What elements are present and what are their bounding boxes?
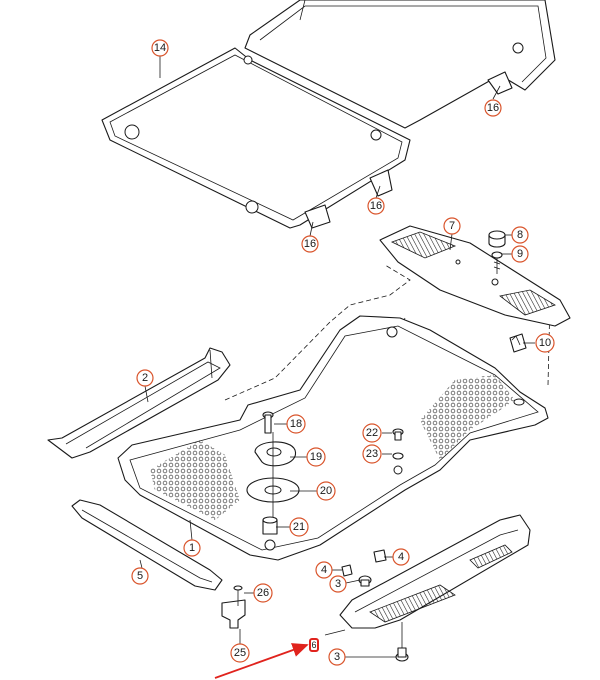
- bracket-25: [221, 590, 246, 629]
- callout-22: 22: [362, 423, 382, 443]
- callout-16-middle-label: 16: [370, 200, 382, 212]
- callout-10: 10: [535, 333, 555, 353]
- callout-9: 9: [511, 245, 529, 263]
- callout-3-upper-label: 3: [335, 578, 341, 590]
- screw-26: [233, 585, 243, 591]
- callout-22-label: 22: [366, 427, 378, 439]
- trim-strip-5: [71, 499, 223, 591]
- cover-20: [246, 432, 300, 522]
- callout-19: 19: [306, 447, 326, 467]
- callout-8-label: 8: [517, 229, 523, 241]
- callout-16-lower: 16: [301, 235, 319, 253]
- screw-3-upper: [358, 575, 372, 587]
- callout-20: 20: [316, 481, 336, 501]
- callout-4-upper: 4: [392, 548, 410, 566]
- callout-16-upper-label: 16: [487, 102, 499, 114]
- callout-16-middle: 16: [367, 197, 385, 215]
- callout-16-upper: 16: [484, 99, 502, 117]
- screw-3-lower: [395, 647, 409, 662]
- callout-23-label: 23: [366, 448, 378, 460]
- floor-covering-1: [117, 315, 549, 561]
- callout-26-label: 26: [257, 587, 269, 599]
- step-plate-6: [339, 514, 531, 648]
- callout-8: 8: [511, 226, 529, 244]
- callout-10-label: 10: [539, 337, 551, 349]
- callout-3-lower-label: 3: [334, 651, 340, 663]
- callout-18-label: 18: [290, 418, 302, 430]
- screw-22: [392, 428, 404, 441]
- clip-4-upper: [373, 549, 387, 563]
- clip-16-lower: [304, 204, 331, 229]
- callout-2: 2: [136, 369, 154, 387]
- highlight-marker: [309, 638, 319, 652]
- screw-9: [491, 251, 503, 274]
- trim-panel-7: [379, 225, 571, 327]
- callout-20-label: 20: [320, 485, 332, 497]
- callout-3-lower: 3: [328, 648, 346, 666]
- callout-4-upper-label: 4: [398, 551, 404, 563]
- callout-9-label: 9: [517, 248, 523, 260]
- callout-7-label: 7: [449, 220, 455, 232]
- floor-board-front: [101, 47, 411, 229]
- floor-board-rear: [244, 0, 556, 129]
- spacer-21: [262, 516, 278, 535]
- leader-lines: [139, 56, 535, 658]
- callout-2-label: 2: [142, 372, 148, 384]
- highlight-arrow: [214, 643, 309, 679]
- callout-21: 21: [289, 517, 309, 537]
- screw-18: [262, 411, 274, 434]
- callout-3-upper: 3: [329, 575, 347, 593]
- callout-19-label: 19: [310, 451, 322, 463]
- callout-1-label: 1: [189, 542, 195, 554]
- clip-16-middle: [369, 169, 393, 197]
- callout-4-lower: 4: [315, 561, 333, 579]
- callout-18: 18: [286, 414, 306, 434]
- callout-1: 1: [183, 539, 201, 557]
- callout-14-label: 14: [154, 42, 166, 54]
- callout-21-label: 21: [293, 521, 305, 533]
- callout-14: 14: [151, 39, 169, 57]
- callout-25-label: 25: [234, 647, 246, 659]
- callout-5: 5: [131, 567, 149, 585]
- washer-23: [392, 452, 404, 460]
- tie-down-ring-19: [254, 441, 296, 467]
- clip-10: [509, 333, 527, 353]
- callout-4-lower-label: 4: [321, 564, 327, 576]
- callout-23: 23: [362, 444, 382, 464]
- callout-5-label: 5: [137, 570, 143, 582]
- callout-6-label: 6: [311, 640, 316, 650]
- callout-16-lower-label: 16: [304, 238, 316, 250]
- cap-8: [488, 230, 506, 248]
- callout-26: 26: [253, 583, 273, 603]
- callout-7: 7: [443, 217, 461, 235]
- callout-25: 25: [230, 643, 250, 663]
- clip-16-upper: [487, 71, 513, 95]
- clip-4-lower: [341, 564, 353, 577]
- callout-6: 6: [311, 640, 316, 650]
- sill-strip-2: [47, 347, 231, 459]
